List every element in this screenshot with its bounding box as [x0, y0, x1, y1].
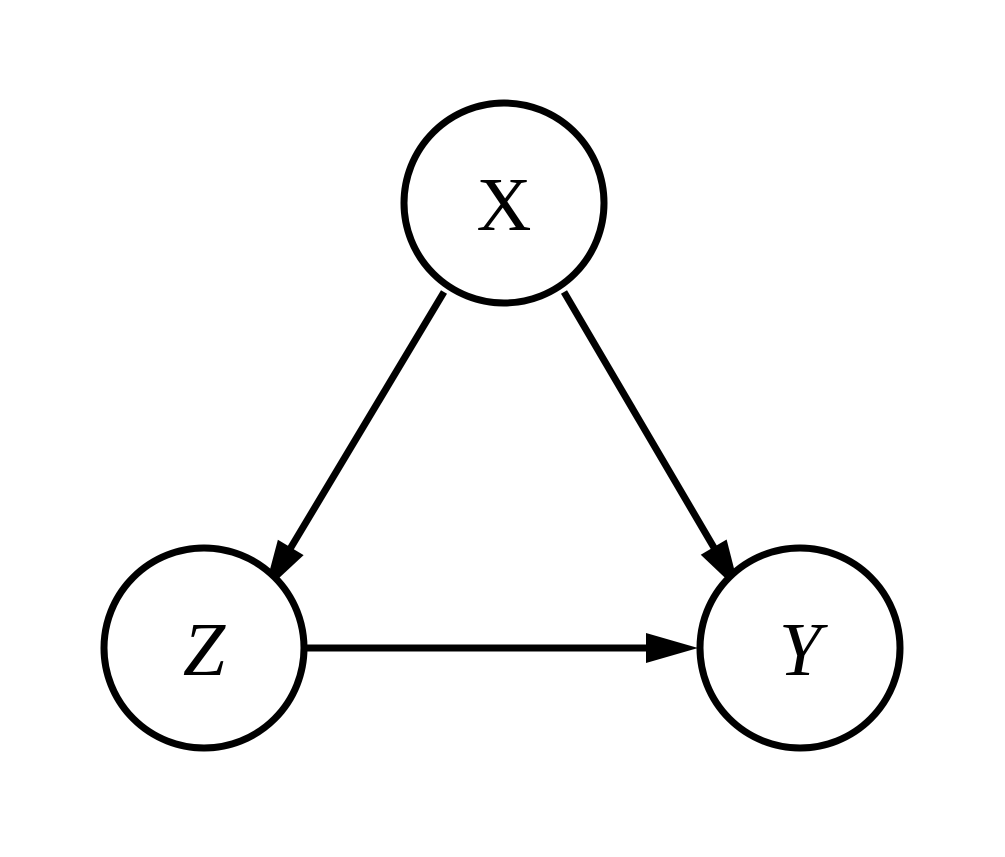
edge-x-to-z-line	[277, 290, 448, 566]
node-layer: X Z Y	[100, 99, 904, 752]
edge-z-to-y[interactable]	[304, 633, 698, 663]
node-x-circle	[400, 99, 608, 307]
edge-z-to-y-arrowhead-icon	[646, 633, 698, 663]
node-z[interactable]: Z	[100, 544, 308, 752]
edge-layer	[264, 290, 740, 663]
node-z-circle	[100, 544, 308, 752]
node-x-label: X	[477, 163, 532, 247]
node-z-label: Z	[183, 608, 226, 692]
node-x[interactable]: X	[400, 99, 608, 307]
edge-x-to-y-line	[560, 290, 727, 565]
node-y-circle	[696, 544, 904, 752]
node-y[interactable]: Y	[696, 544, 904, 752]
node-y-label: Y	[779, 608, 829, 692]
